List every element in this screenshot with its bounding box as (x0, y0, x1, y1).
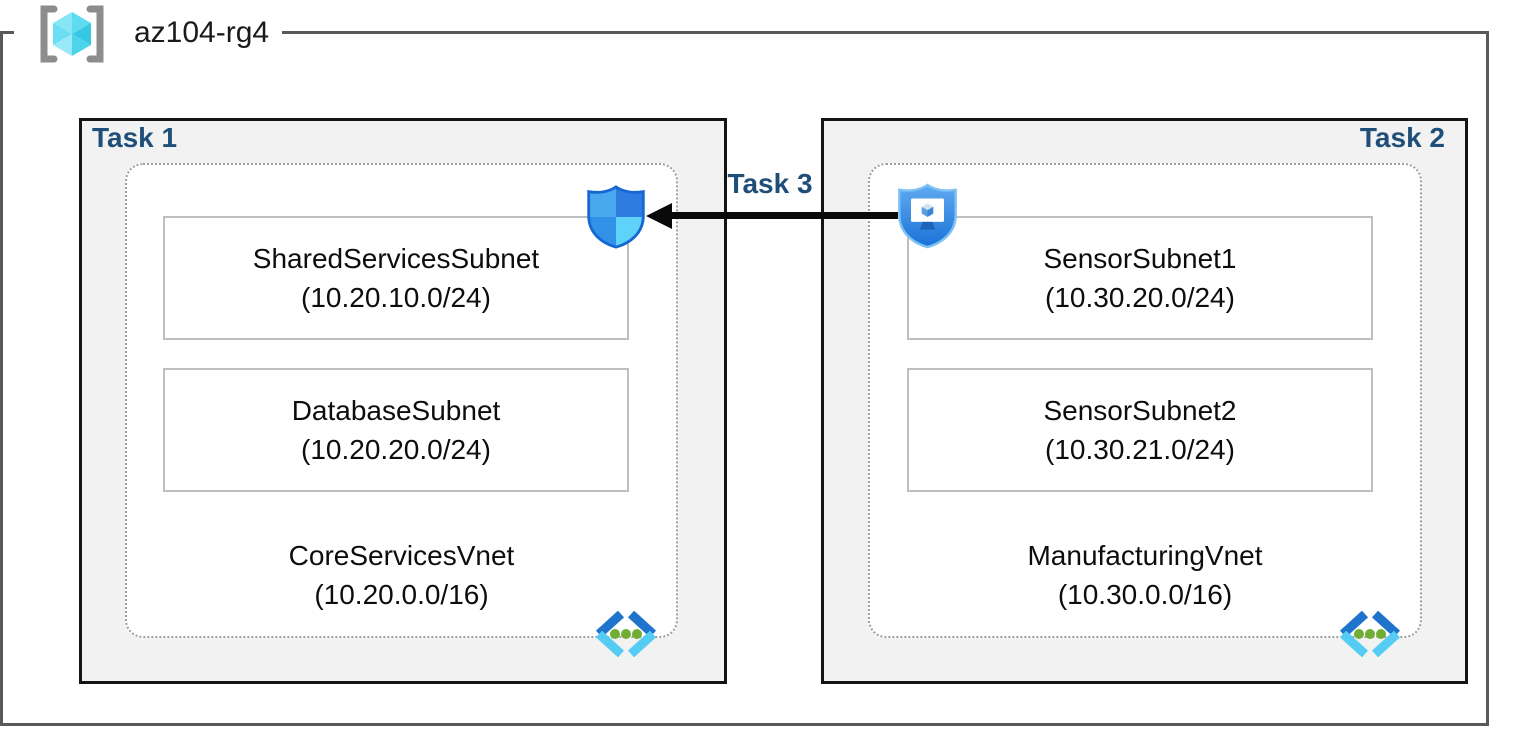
subnet-name: DatabaseSubnet (291, 395, 501, 426)
subnet-cidr: (10.30.21.0/24) (1045, 434, 1235, 465)
subnet-name: SharedServicesSubnet (252, 243, 540, 274)
subnet-cidr: (10.20.20.0/24) (301, 434, 491, 465)
frame-gap-mask (14, 28, 282, 38)
resource-group-label: az104-rg4 (134, 16, 270, 49)
database-subnet-box: DatabaseSubnet (10.20.20.0/24) (163, 368, 629, 492)
vnet-cidr: (10.30.0.0/16) (1057, 579, 1233, 610)
virtual-network-icon (595, 611, 657, 657)
resource-group-frame (0, 31, 1489, 726)
core-services-vnet-label: CoreServicesVnet (10.20.0.0/16) (125, 536, 678, 614)
manufacturing-vnet-label: ManufacturingVnet (10.30.0.0/16) (868, 536, 1422, 614)
task2-label: Task 2 (1359, 122, 1445, 153)
virtual-network-icon (1339, 611, 1401, 657)
vnet-cidr: (10.20.0.0/16) (314, 579, 489, 610)
vnet-name: CoreServicesVnet (288, 540, 515, 571)
sensor-subnet1-box: SensorSubnet1 (10.30.20.0/24) (907, 216, 1373, 340)
sensor-subnet2-box: SensorSubnet2 (10.30.21.0/24) (907, 368, 1373, 492)
task3-arrow-head (646, 203, 672, 229)
task3-arrow-shaft (668, 212, 898, 219)
subnet-name: SensorSubnet2 (1043, 395, 1237, 426)
vnet-name: ManufacturingVnet (1027, 540, 1263, 571)
subnet-cidr: (10.30.20.0/24) (1045, 282, 1235, 313)
shared-services-subnet-box: SharedServicesSubnet (10.20.10.0/24) (163, 216, 629, 340)
bastion-shield-monitor-icon (898, 183, 957, 249)
task1-label: Task 1 (92, 122, 178, 153)
resource-group-cube-icon (40, 5, 104, 63)
task3-label: Task 3 (727, 168, 813, 199)
subnet-cidr: (10.20.10.0/24) (301, 282, 491, 313)
subnet-name: SensorSubnet1 (1043, 243, 1237, 274)
defender-shield-icon (587, 185, 645, 249)
